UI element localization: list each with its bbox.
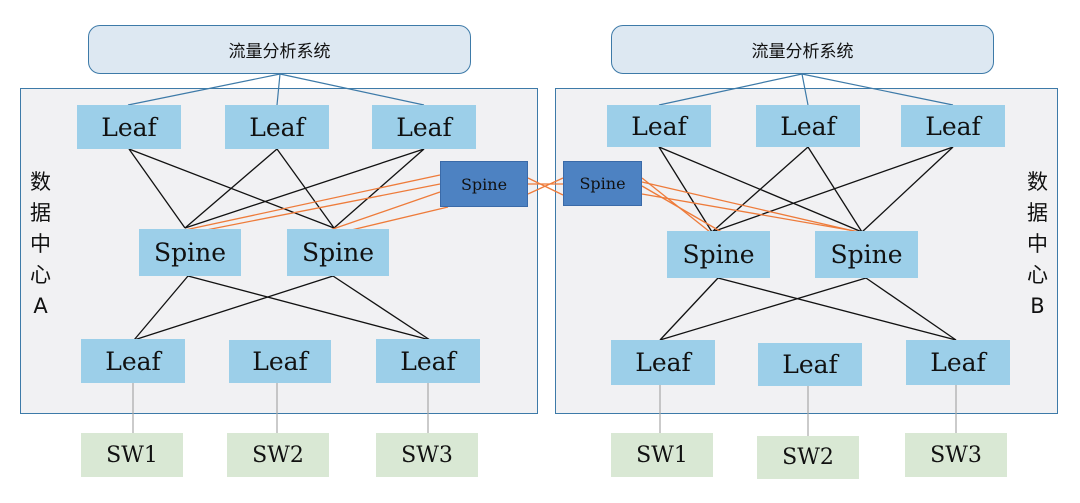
system-link bbox=[658, 73, 803, 106]
spine-node: Spine bbox=[287, 229, 389, 276]
system-link bbox=[279, 73, 425, 106]
leaf-node: Leaf bbox=[372, 105, 476, 149]
interconnect-link bbox=[641, 193, 873, 235]
fabric-link bbox=[187, 275, 431, 341]
leaf-node: Leaf bbox=[756, 105, 860, 147]
fabric-link bbox=[659, 277, 867, 341]
leaf-node: Leaf bbox=[611, 340, 715, 385]
datacenter-b-label: 数 据 中 心 B bbox=[1027, 167, 1048, 322]
leaf-node: Leaf bbox=[77, 105, 181, 149]
leaf-node: Leaf bbox=[225, 105, 329, 149]
label-char: B bbox=[1030, 294, 1045, 318]
system-link bbox=[276, 73, 281, 106]
switch-node: SW1 bbox=[611, 433, 713, 477]
interconnect-link bbox=[342, 206, 449, 233]
leaf-node: Leaf bbox=[229, 340, 331, 383]
external-spine-node: Spine bbox=[563, 161, 642, 206]
traffic-analysis-system-a: 流量分析系统 bbox=[88, 25, 471, 74]
leaf-node: Leaf bbox=[901, 105, 1005, 147]
label-char: 心 bbox=[30, 263, 51, 287]
fabric-link bbox=[184, 148, 425, 229]
spine-node: Spine bbox=[815, 231, 918, 278]
fabric-link bbox=[128, 148, 186, 229]
label-char: 数 bbox=[1027, 170, 1048, 194]
interconnect-link bbox=[195, 183, 441, 233]
fabric-link bbox=[658, 146, 713, 233]
label-char: 中 bbox=[1027, 232, 1048, 256]
fabric-link bbox=[332, 275, 431, 341]
interconnect-link bbox=[527, 177, 564, 195]
fabric-link bbox=[711, 146, 954, 233]
system-link bbox=[801, 73, 809, 106]
system-link bbox=[801, 73, 954, 106]
spine-node: Spine bbox=[667, 231, 770, 278]
fabric-link bbox=[711, 146, 809, 233]
switch-node: SW3 bbox=[376, 433, 478, 477]
label-char: A bbox=[33, 294, 48, 318]
fabric-link bbox=[861, 146, 954, 233]
fabric-link bbox=[807, 146, 863, 233]
switch-node: SW1 bbox=[81, 433, 183, 477]
interconnect-link bbox=[329, 191, 441, 231]
label-char: 据 bbox=[30, 201, 51, 225]
label-char: 数 bbox=[30, 170, 51, 194]
leaf-node: Leaf bbox=[607, 105, 711, 147]
fabric-link bbox=[184, 148, 278, 229]
label-char: 中 bbox=[30, 232, 51, 256]
datacenter-a-label: 数 据 中 心 A bbox=[30, 167, 51, 322]
label-char: 心 bbox=[1027, 263, 1048, 287]
switch-node: SW2 bbox=[227, 433, 329, 477]
interconnect-link bbox=[184, 174, 441, 231]
label-char: 据 bbox=[1027, 201, 1048, 225]
system-link bbox=[127, 73, 281, 106]
fabric-link bbox=[865, 277, 957, 341]
interconnect-link bbox=[641, 181, 859, 233]
leaf-node: Leaf bbox=[906, 340, 1010, 385]
leaf-node: Leaf bbox=[81, 339, 185, 383]
switch-node: SW3 bbox=[905, 433, 1007, 477]
switch-node: SW2 bbox=[757, 436, 859, 479]
leaf-node: Leaf bbox=[758, 343, 862, 386]
fabric-link bbox=[133, 275, 334, 341]
spine-node: Spine bbox=[139, 229, 241, 276]
leaf-node: Leaf bbox=[376, 339, 480, 383]
traffic-analysis-system-b: 流量分析系统 bbox=[611, 25, 994, 74]
fabric-link bbox=[717, 277, 957, 341]
external-spine-node: Spine bbox=[440, 161, 528, 207]
fabric-link bbox=[659, 277, 719, 341]
interconnect-link bbox=[641, 185, 726, 235]
fabric-link bbox=[133, 275, 189, 341]
